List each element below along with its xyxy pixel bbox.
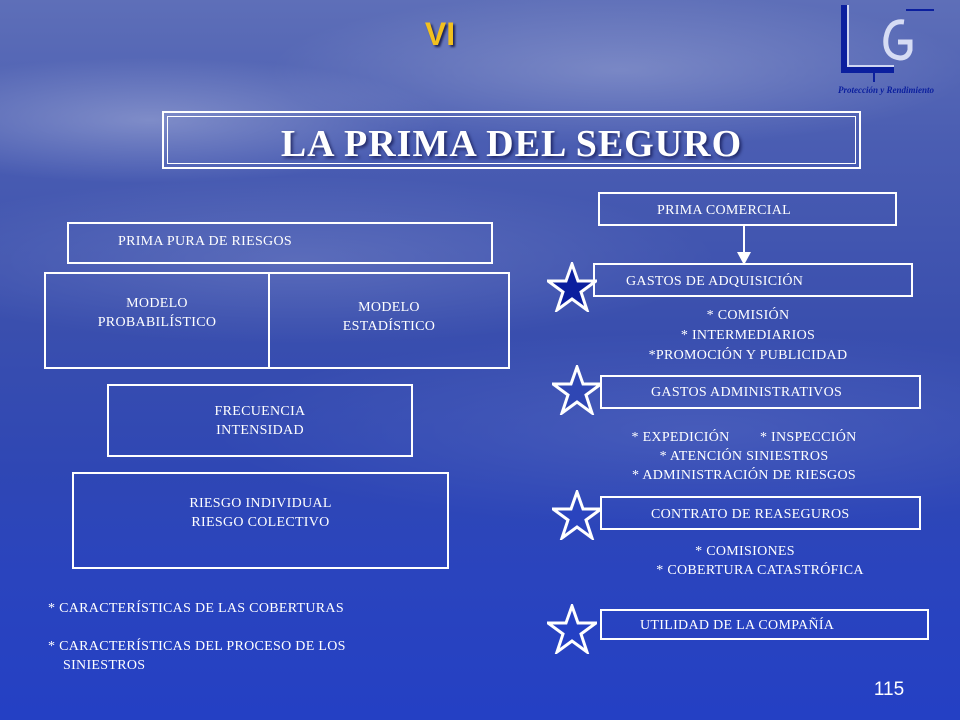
note-siniestros-line2: SINIESTROS <box>63 658 146 673</box>
gastos-adquisicion-box: GASTOS DE ADQUISICIÓN <box>593 263 913 297</box>
prima-comercial-label: PRIMA COMERCIAL <box>657 203 792 218</box>
modelo-estadistico-line1: MODELO <box>358 300 420 315</box>
modelo-estadistico-box: MODELO ESTADÍSTICO <box>268 272 510 369</box>
note-coberturas: * CARACTERÍSTICAS DE LAS COBERTURAS <box>48 601 344 616</box>
adquisicion-item-1: * COMISIÓN <box>706 308 790 323</box>
star-icon <box>552 490 602 540</box>
star-icon <box>547 262 597 312</box>
note-siniestros-line1: * CARACTERÍSTICAS DEL PROCESO DE LOS <box>48 639 346 654</box>
reaseguros-item-1: * COMISIONES <box>695 544 795 559</box>
reaseguros-item-2: * COBERTURA CATASTRÓFICA <box>656 563 864 578</box>
modelo-probabilistico-line1: MODELO <box>126 296 188 311</box>
star-icon <box>547 604 597 654</box>
contrato-reaseguros-box: CONTRATO DE REASEGUROS <box>600 496 921 530</box>
star-icon <box>552 365 602 415</box>
riesgo-line1: RIESGO INDIVIDUAL <box>189 496 332 511</box>
frecuencia-box: FRECUENCIA INTENSIDAD <box>107 384 413 457</box>
down-arrow-icon <box>737 224 751 265</box>
gastos-adquisicion-label: GASTOS DE ADQUISICIÓN <box>626 274 804 289</box>
prima-pura-label: PRIMA PURA DE RIESGOS <box>118 234 292 249</box>
page-number: 115 <box>873 679 905 700</box>
modelo-probabilistico-box: MODELO PROBABILÍSTICO <box>44 272 270 369</box>
section-number: VI <box>424 16 456 52</box>
lg-monogram-logo <box>841 5 934 82</box>
adquisicion-item-2: * INTERMEDIARIOS <box>680 328 816 343</box>
administrativos-item-3: * ADMINISTRACIÓN DE RIESGOS <box>632 468 856 483</box>
utilidad-label: UTILIDAD DE LA COMPAÑÍA <box>640 618 835 633</box>
contrato-reaseguros-label: CONTRATO DE REASEGUROS <box>651 507 850 522</box>
gastos-administrativos-box: GASTOS ADMINISTRATIVOS <box>600 375 921 409</box>
modelo-estadistico-line2: ESTADÍSTICO <box>342 319 436 334</box>
logo-caption: Protección y Rendimiento <box>838 85 934 95</box>
prima-pura-box: PRIMA PURA DE RIESGOS <box>67 222 493 264</box>
prima-comercial-box: PRIMA COMERCIAL <box>598 192 897 226</box>
frecuencia-line1: FRECUENCIA <box>214 404 306 419</box>
frecuencia-line2: INTENSIDAD <box>216 423 304 438</box>
slide-title: LA PRIMA DEL SEGURO <box>280 123 743 165</box>
title-frame: LA PRIMA DEL SEGURO <box>162 111 861 169</box>
riesgo-line2: RIESGO COLECTIVO <box>191 515 330 530</box>
administrativos-item-2: * ATENCIÓN SINIESTROS <box>659 449 829 464</box>
utilidad-box: UTILIDAD DE LA COMPAÑÍA <box>600 609 929 640</box>
administrativos-item-1: * EXPEDICIÓN * INSPECCIÓN <box>631 430 857 445</box>
modelo-probabilistico-line2: PROBABILÍSTICO <box>97 315 217 330</box>
riesgo-box: RIESGO INDIVIDUAL RIESGO COLECTIVO <box>72 472 449 569</box>
gastos-administrativos-label: GASTOS ADMINISTRATIVOS <box>651 385 843 400</box>
adquisicion-item-3: *PROMOCIÓN Y PUBLICIDAD <box>648 348 848 363</box>
